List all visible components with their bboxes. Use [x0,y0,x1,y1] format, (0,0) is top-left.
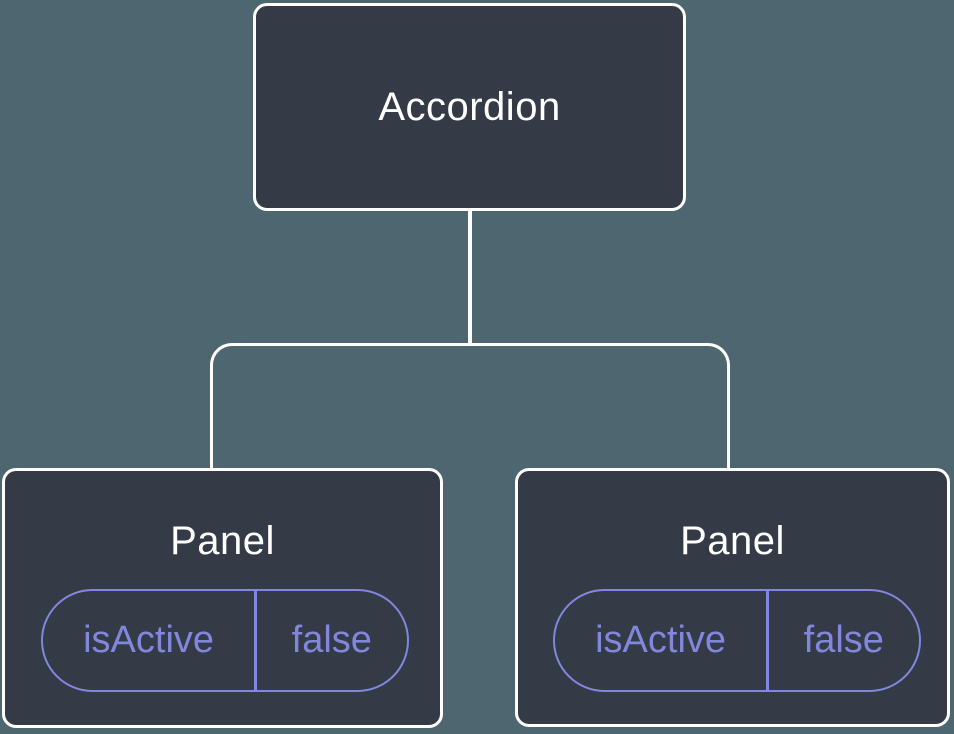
panel-right-label: Panel [680,519,785,563]
panel-left-label: Panel [170,519,275,563]
panel-node-left: Panel isActive false [2,468,443,728]
state-key: isActive [83,619,215,661]
state-value: false [291,619,372,661]
panel-node-right: Panel isActive false [515,468,950,727]
panel-right-state-pill: isActive false [553,589,921,692]
state-pill-divider [766,591,769,690]
connector-branch-bracket [210,343,730,471]
state-key: isActive [595,619,727,661]
accordion-node-label: Accordion [378,84,561,129]
accordion-node: Accordion [253,3,686,211]
connector-root-stem [468,209,472,346]
panel-left-state-pill: isActive false [41,589,409,692]
state-pill-divider [254,591,257,690]
state-value: false [803,619,884,661]
